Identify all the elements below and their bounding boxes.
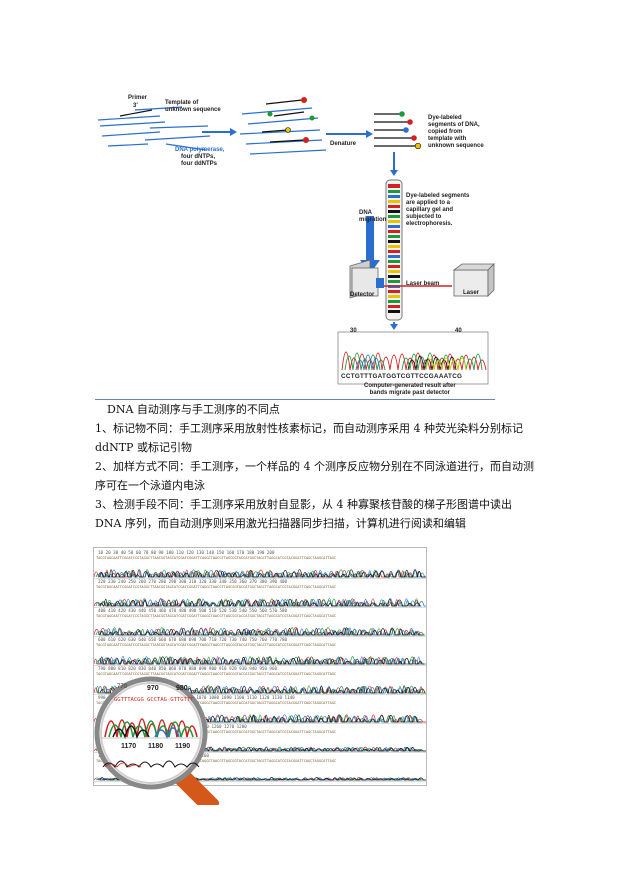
magnifier-tick-980: 980 (176, 685, 188, 692)
magnifier-sequence: GGTTTACGG GCCTAG GTTGTTT (114, 697, 194, 703)
trace-path (95, 569, 425, 578)
magnifier-icon (91, 675, 221, 815)
row-separator (94, 665, 426, 666)
trace-row (94, 598, 426, 607)
trace-row (94, 627, 426, 636)
ruler-row: 10 20 30 40 50 60 70 80 90 100 110 120 1… (98, 550, 275, 555)
magnifier-tick-970: 970 (147, 685, 159, 692)
row-separator (94, 694, 426, 695)
arrow-icon (202, 128, 237, 136)
paragraph-2: 2、加样方式不同：手工测序，一个样品的 4 个测序反应物分别在不同泳道进行，而自… (95, 460, 534, 492)
dye-segments (374, 113, 418, 147)
detector-label: Detector (350, 292, 375, 298)
magnifier-ruler-left: 770 (117, 684, 128, 690)
laser-beam-label: Laser beam (406, 281, 440, 287)
trace-path (99, 598, 421, 607)
tick-30-label: 30 (350, 328, 357, 334)
magnifier-tick-1180: 1180 (148, 743, 164, 750)
migration-label: DNA migration (359, 210, 387, 223)
template-label: Template of unknown sequence (165, 100, 221, 113)
magnifier-handle (172, 767, 220, 815)
ruler-row: 600 610 620 630 640 650 660 670 680 690 … (98, 637, 288, 642)
polymerase-label: DNA polymerase, (175, 147, 225, 153)
result-chromatogram (341, 351, 487, 371)
sequence-row: TACGTAGCAATTCGGATCCGTAGGCTTAACGGTAGCATCG… (96, 730, 337, 734)
ruler-row: 990 1000 1010 1020 1030 1040 1050 1060 1… (98, 695, 295, 700)
template-strands (97, 106, 211, 151)
reagents-label: four dNTPs, four ddNTPs (181, 154, 217, 167)
sequencing-schematic-figure (97, 97, 495, 385)
laser-label: Laser (463, 290, 480, 296)
capillary-gel (385, 179, 403, 321)
arrow-icon (326, 130, 373, 138)
row-separator (94, 636, 426, 637)
trace-path (97, 598, 426, 607)
sequence-row: TACGTAGCAATTCGGATCCGTAGGCTTAACGGTAGCATCG… (96, 585, 337, 589)
capillary-label: Dye-labeled segments are applied to a ca… (406, 193, 470, 227)
detector-box (349, 259, 384, 299)
sequence-row: TACGTAGCAATTCGGATCCGTAGGCTTAACGGTAGCATCG… (96, 614, 337, 618)
three-prime-label: 3' (133, 103, 138, 109)
dye-segments-label: Dye-labeled segments of DNA, copied from… (428, 115, 484, 149)
section-heading: DNA 自动测序与手工测序的不同点 (107, 403, 280, 416)
magnifier-tick-1170: 1170 (121, 743, 137, 750)
row-separator (94, 607, 426, 608)
trace-path (99, 656, 425, 665)
row-separator (94, 781, 426, 782)
sequence-row: TACGTAGCAATTCGGATCCGTAGGCTTAACGGTAGCATCG… (96, 643, 337, 647)
ruler-row: 790 800 810 820 830 840 850 860 870 880 … (98, 666, 277, 671)
trace-path (99, 627, 424, 636)
row-separator (94, 723, 426, 724)
result-box (337, 331, 489, 385)
sequence-row: TACGTAGCAATTCGGATCCGTAGGCTTAACGGTAGCATCG… (96, 672, 337, 676)
trace-row (94, 656, 426, 665)
row-separator (94, 578, 426, 579)
trace-path (97, 627, 421, 636)
result-caption: Computer-generated result after bands mi… (364, 383, 456, 396)
denature-label: Denature (330, 141, 357, 147)
sequence-row: TACGTAGCAATTCGGATCCGTAGGCTTAACGGTAGCATCG… (96, 701, 337, 705)
ruler-row: 400 410 420 430 440 450 460 470 480 490 … (98, 608, 288, 613)
sequence-row: TACGTAGCAATTCGGATCCGTAGGCTTAACGGTAGCATCG… (96, 759, 337, 763)
tick-40-label: 40 (455, 328, 462, 334)
row-separator (94, 752, 426, 753)
extension-strands (239, 99, 327, 155)
magnifier-tick-1190: 1190 (175, 743, 191, 750)
paragraph-3: 3、检测手段不同：手工测序采用放射自显影，从 4 种寡聚核苷酸的梯子形图谱中读出… (95, 498, 512, 530)
laser-box (452, 263, 495, 297)
sequence-row: TACGTAGCAATTCGGATCCGTAGGCTTAACGGTAGCATCG… (96, 556, 337, 560)
ruler-row: 220 230 240 250 260 270 280 290 300 310 … (98, 579, 288, 584)
primer-label: Primer (128, 95, 148, 101)
paragraph-1: 1、标记物不同：手工测序采用放射性核素标记，而自动测序采用 4 种荧光染料分别标… (95, 422, 523, 454)
sequence-readout: CCTGTTTGATGGTCGTTCCGAAATCG (341, 373, 463, 380)
section-divider (95, 399, 495, 400)
trace-row (94, 569, 426, 578)
trace-path (99, 569, 426, 578)
